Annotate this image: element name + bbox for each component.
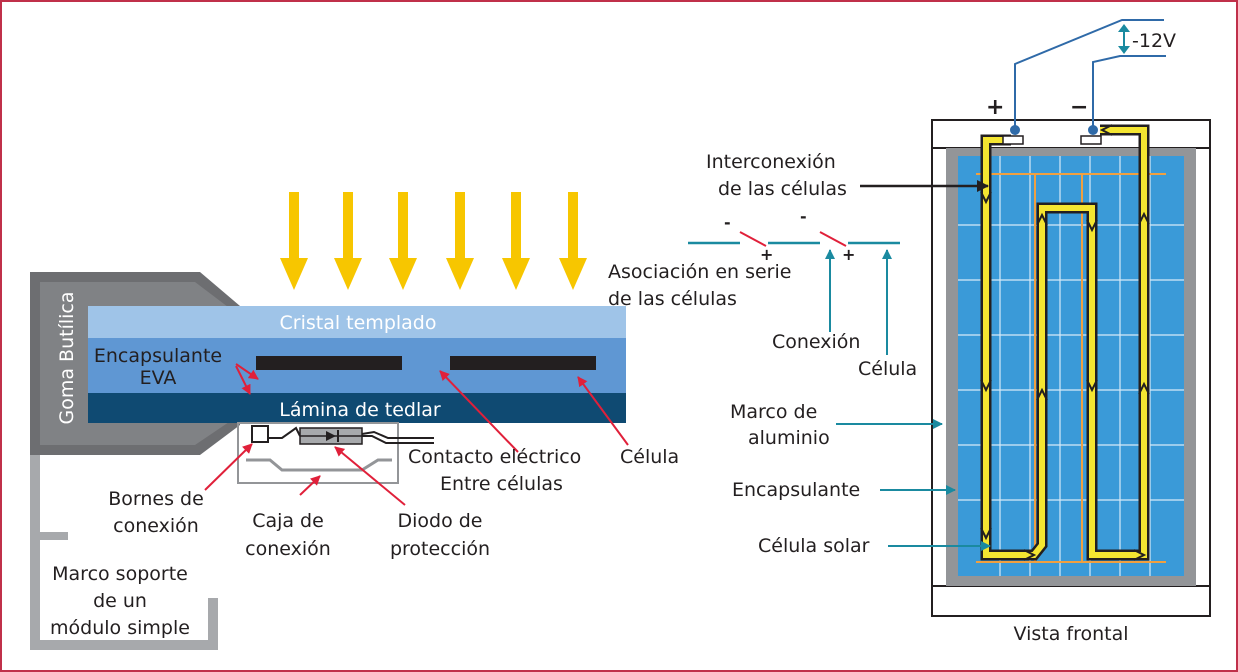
- box-label-1: Caja de: [252, 510, 324, 532]
- series-plus: +: [760, 245, 773, 264]
- sun-arrow: [446, 192, 474, 290]
- plus-terminal: [1002, 135, 1024, 145]
- box-label-2: conexión: [245, 538, 331, 560]
- support-frame-label-2: de un: [93, 590, 147, 612]
- path-arrows: [980, 124, 1150, 561]
- series-minus: -: [800, 207, 807, 226]
- aluminium-frame-label-2: aluminio: [748, 427, 830, 449]
- series-title-2: de las células: [608, 288, 737, 310]
- aluminium-frame-label-1: Marco de: [730, 401, 817, 423]
- butyl-label: Goma Butílica: [56, 292, 78, 425]
- connection-label: Conexión: [772, 331, 860, 353]
- front-panel: [931, 19, 1211, 617]
- glass-label: Cristal templado: [280, 312, 437, 334]
- sun-arrow: [280, 192, 308, 290]
- support-frame: [30, 455, 218, 650]
- voltage-label: -12V: [1132, 30, 1176, 52]
- series-plus: +: [842, 245, 855, 264]
- contact-label-2: Entre células: [440, 473, 563, 495]
- sun-arrow: [389, 192, 417, 290]
- sun-arrow: [502, 192, 530, 290]
- contact-label-1: Contacto eléctrico: [408, 446, 581, 468]
- sun-rays: [280, 192, 587, 290]
- support-frame-label-1: Marco soporte: [52, 563, 188, 585]
- minus-terminal: [1080, 135, 1102, 145]
- series-minus: -: [724, 213, 731, 232]
- series-diagram: - - + +: [688, 207, 900, 355]
- junction-box: [237, 422, 434, 484]
- minus-sign: −: [1070, 95, 1088, 120]
- support-frame-label-3: módulo simple: [50, 617, 190, 639]
- sun-arrow: [334, 192, 362, 290]
- encapsulant-front-label: Encapsulante: [732, 479, 860, 501]
- cell-strip: [256, 356, 402, 370]
- cell-strip: [450, 356, 596, 370]
- front-view-caption: Vista frontal: [1013, 623, 1128, 645]
- terminals-label-1: Bornes de: [108, 488, 204, 510]
- diode-label-2: protección: [390, 538, 490, 560]
- series-cell-label: Célula: [858, 358, 917, 380]
- terminals-label-2: conexión: [113, 515, 199, 537]
- tedlar-layer: [88, 393, 626, 423]
- tempered-glass-layer: [88, 306, 626, 338]
- cell-label: Célula: [620, 446, 679, 468]
- series-title-1: Asociación en serie: [608, 261, 791, 283]
- interconnect-label-1: Interconexión: [706, 151, 836, 173]
- encapsulant-label: Encapsulante: [94, 345, 222, 367]
- tedlar-label: Lámina de tedlar: [279, 399, 441, 421]
- eva-label: EVA: [140, 367, 177, 389]
- solar-cell-label: Célula solar: [758, 535, 870, 557]
- diode-label-1: Diodo de: [397, 510, 482, 532]
- red-leaders: [204, 363, 629, 506]
- interconnect-label-2: de las células: [718, 178, 847, 200]
- sun-arrow: [559, 192, 587, 290]
- plus-sign: +: [986, 95, 1004, 120]
- copper-busbars: [976, 173, 1166, 563]
